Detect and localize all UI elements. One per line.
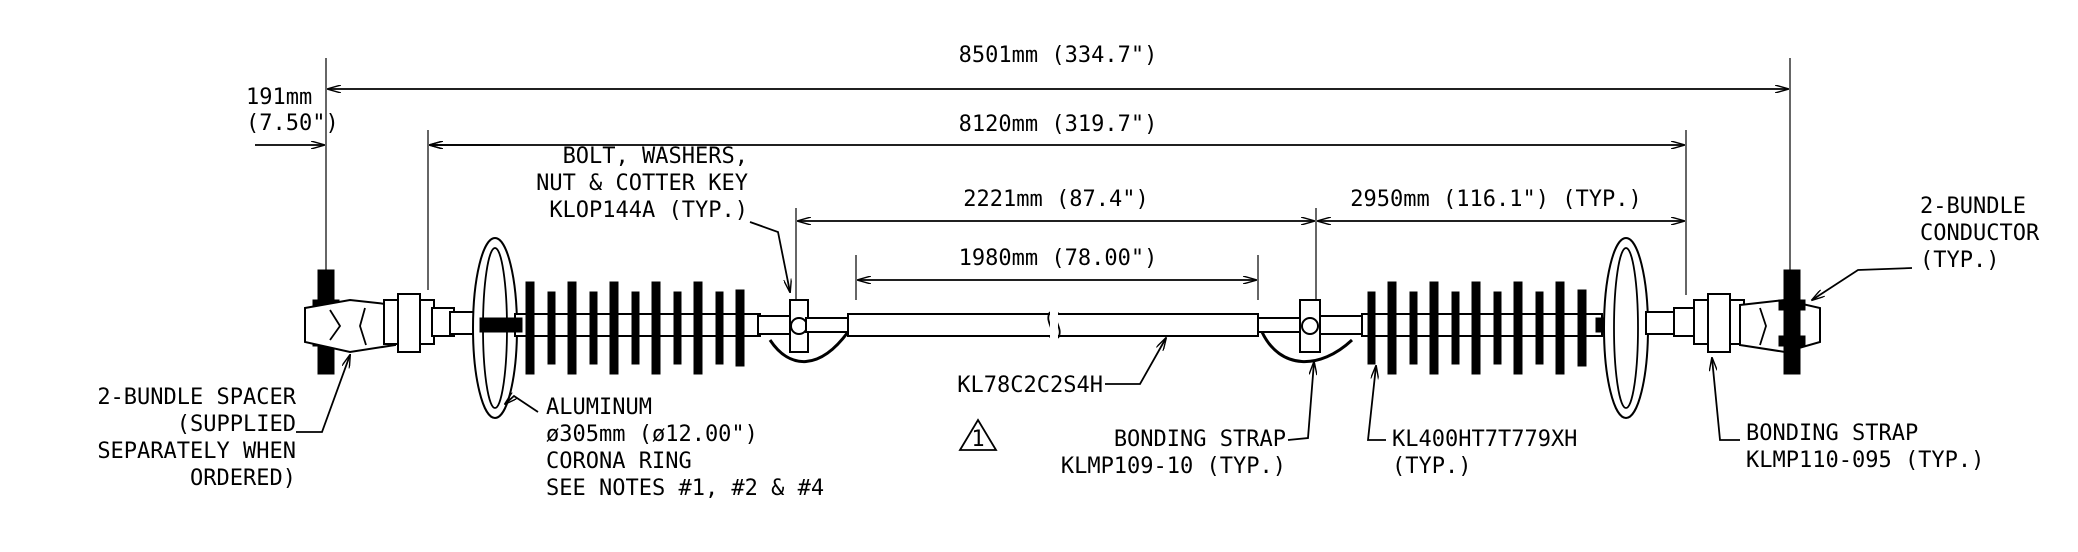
revision-number: 1 [971, 427, 984, 452]
right-conductor-icon [1778, 269, 1806, 375]
spacer-callout-line-2: (SUPPLIED [177, 412, 296, 437]
left-strap-callout-line-1: BONDING STRAP [1114, 427, 1286, 452]
revision-triangle-icon: 1 [958, 418, 998, 452]
assembly-hardware [304, 237, 1821, 419]
spacer-callout-line-1: 2-BUNDLE SPACER [97, 385, 296, 410]
bolt-callout-line-1: BOLT, WASHERS, [563, 144, 748, 169]
insulator-callout-line-1: KL400HT7T779XH [1392, 427, 1577, 452]
insulator-callout-line-2: (TYP.) [1392, 454, 1471, 479]
right-link-fitting-icon [1257, 299, 1365, 363]
right-insulator-icon [1361, 281, 1639, 375]
ring-callout-line-3: CORONA RING [546, 449, 692, 474]
link-pin-spacing-label: 2221mm (87.4") [963, 187, 1148, 212]
end-offset-mm-label: 191mm [246, 85, 312, 110]
spacer-callout-line-3: SEPARATELY WHEN [97, 439, 296, 464]
conductor-callout-line-1: 2-BUNDLE [1920, 194, 2026, 219]
ring-callout-line-1: ALUMINUM [546, 395, 652, 420]
left-link-fitting-icon [757, 299, 850, 364]
insulator-length-label: 2950mm (116.1") (TYP.) [1350, 187, 1641, 212]
left-strap-callout-line-2: KLMP109-10 (TYP.) [1061, 454, 1286, 479]
ring-callout-line-2: ø305mm (ø12.00") [546, 422, 758, 447]
bolt-callout-line-2: NUT & COTTER KEY [536, 171, 748, 196]
ring-callout-line-4: SEE NOTES #1, #2 & #4 [546, 476, 824, 501]
right-strap-callout-line-2: KLMP110-095 (TYP.) [1746, 448, 1984, 473]
overall-length-label: 8501mm (334.7") [959, 43, 1158, 68]
leader-lines [296, 221, 1913, 441]
link-callout: KL78C2C2S4H [957, 373, 1103, 398]
right-corona-ring-icon [1603, 237, 1649, 419]
conductor-callout-line-2: CONDUCTOR [1920, 221, 2040, 246]
spacer-callout-line-4: ORDERED) [190, 466, 296, 491]
right-strap-callout-line-1: BONDING STRAP [1746, 421, 1918, 446]
callout-labels: BOLT, WASHERS, NUT & COTTER KEY KLOP144A… [97, 144, 2040, 501]
end-offset-in-label: (7.50") [246, 111, 339, 136]
conductor-callout-line-3: (TYP.) [1920, 248, 1999, 273]
ring-spacing-label: 8120mm (319.7") [959, 112, 1158, 137]
dimension-lines [255, 58, 1791, 320]
link-body-icon [847, 310, 1259, 340]
left-insulator-icon [479, 281, 761, 375]
bolt-callout-line-3: KLOP144A (TYP.) [549, 198, 748, 223]
link-body-length-label: 1980mm (78.00") [959, 246, 1158, 271]
dimension-labels: 8501mm (334.7") 191mm (7.50") 8120mm (31… [246, 43, 1642, 271]
left-spacer-icon [304, 293, 455, 354]
